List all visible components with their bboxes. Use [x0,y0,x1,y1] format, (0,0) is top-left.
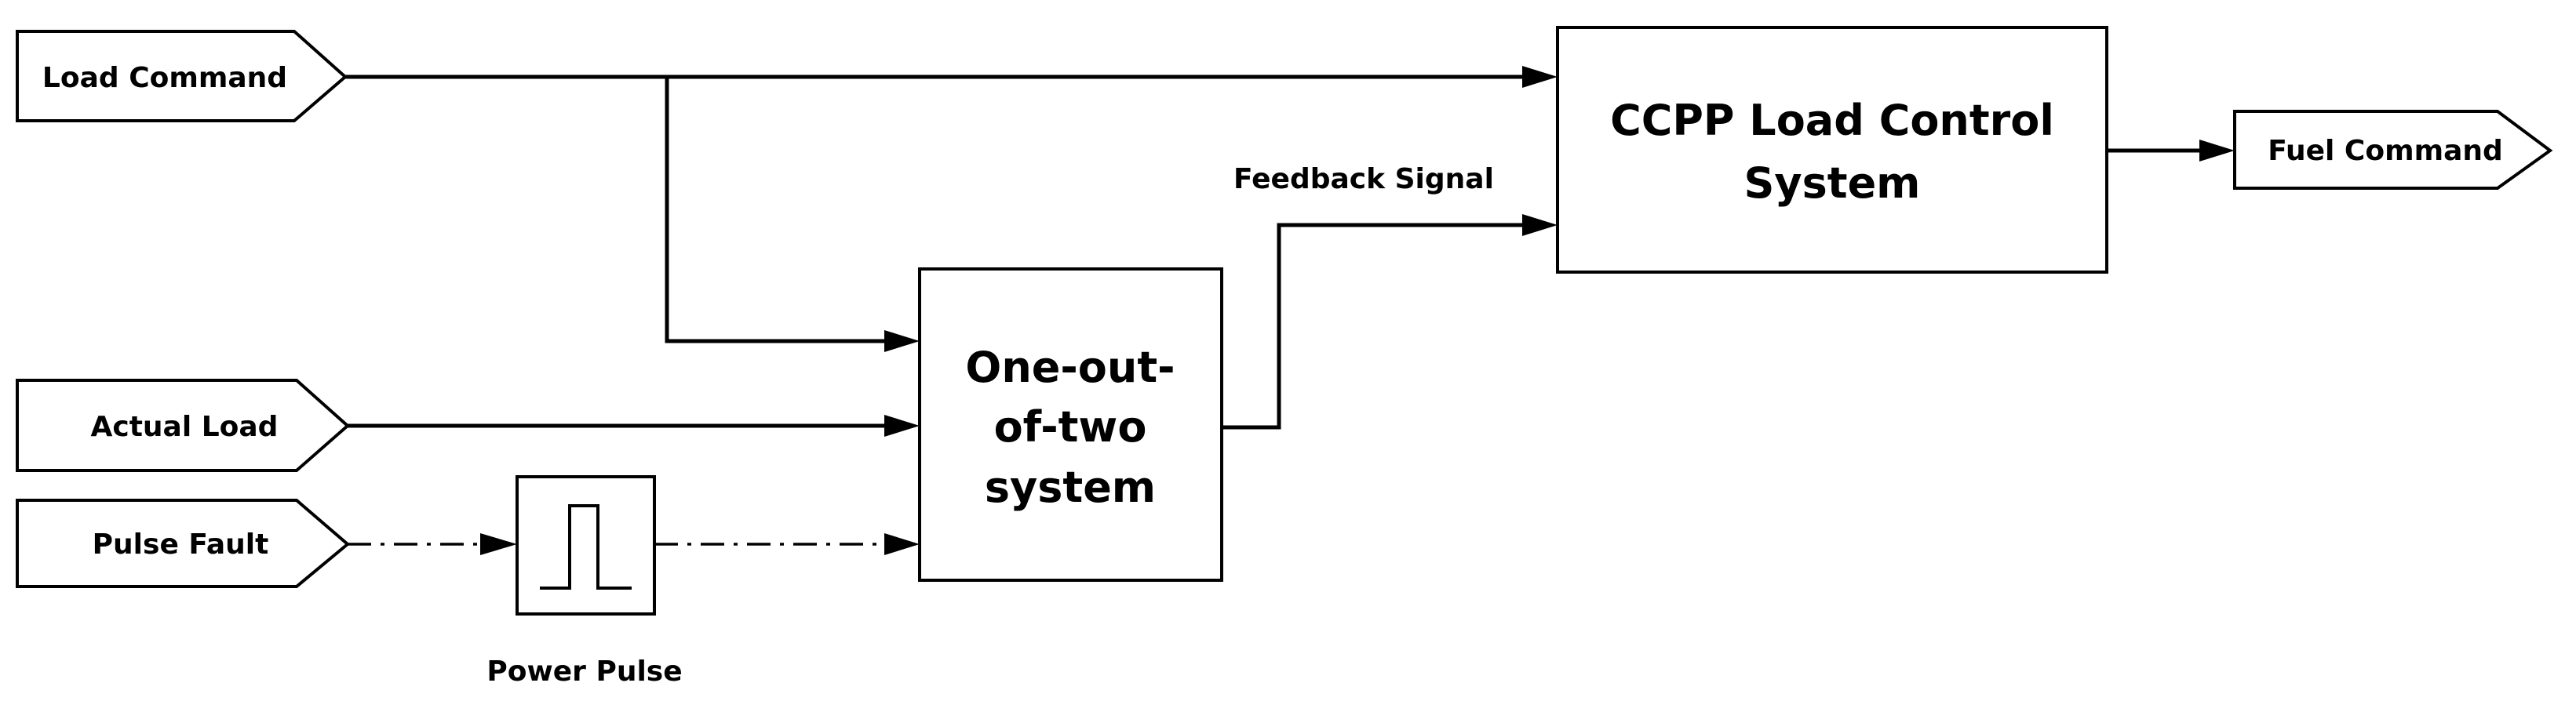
power-pulse-label: Power Pulse [486,656,682,688]
arrowhead-actual-load [884,415,920,437]
feedback-signal-label: Feedback Signal [1233,163,1494,195]
arrowhead-ccpp-top [1522,66,1558,88]
wire-load-command-branch [665,77,884,343]
one-out-of-two-line1: One-out- [965,343,1175,392]
ccpp-load-control-block: CCPP Load Control System [1556,26,2108,274]
actual-load-label: Actual Load [91,411,279,443]
arrowhead-branch [884,330,920,352]
wire-feedback-signal [1222,223,1522,430]
pulse-fault-port: Pulse Fault [16,499,351,588]
ccpp-title-line1: CCPP Load Control [1610,96,2054,145]
one-out-of-two-block: One-out- of-two system [918,267,1223,582]
fuel-command-port: Fuel Command [2233,110,2553,190]
actual-load-port: Actual Load [16,379,351,472]
one-out-of-two-line3: system [985,463,1156,512]
one-out-of-two-line2: of-two [994,402,1147,452]
arrowhead-power-pulse [480,533,517,555]
arrowhead-feedback [1522,214,1558,236]
arrowhead-pulse-in [884,533,920,555]
pulse-waveform-icon [540,504,632,590]
fuel-command-label: Fuel Command [2268,135,2503,167]
load-command-port: Load Command [16,30,348,122]
arrowhead-fuel [2199,140,2235,162]
load-command-label: Load Command [42,62,287,94]
power-pulse-block: Power Pulse [486,475,683,688]
ccpp-title-line2: System [1744,158,1921,208]
pulse-fault-label: Pulse Fault [93,528,269,561]
